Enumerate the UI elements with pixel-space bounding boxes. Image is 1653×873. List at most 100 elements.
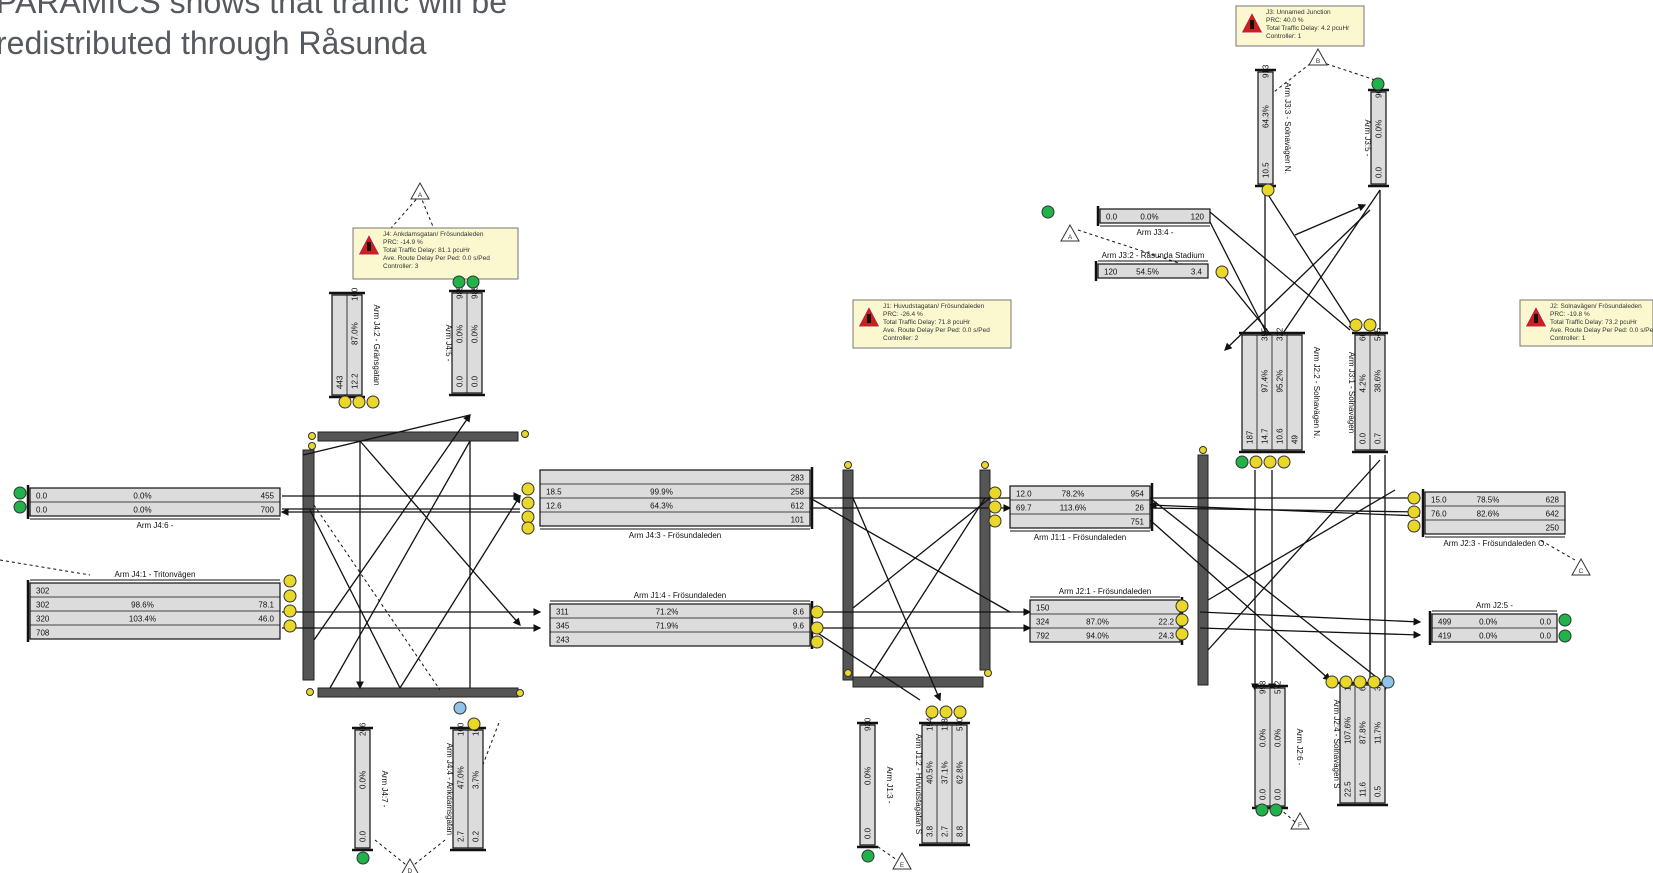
lane-marker bbox=[1175, 599, 1189, 613]
pedestrian-links bbox=[0, 59, 1576, 869]
arm-cell: 0.0% bbox=[1274, 729, 1283, 747]
arm-cell: 87.8% bbox=[1359, 721, 1368, 744]
arm-cell: 120 bbox=[1191, 213, 1205, 222]
arm-label: Arm J4:3 - Frösundaleden bbox=[629, 531, 722, 540]
lane-marker bbox=[1235, 455, 1249, 469]
arm-cell: 2.7 bbox=[941, 825, 950, 837]
arm-label: Arm J4:4 - Ankdamsgatan bbox=[445, 743, 454, 835]
arm-cell: 150 bbox=[1036, 604, 1050, 613]
ped-node-e: E bbox=[892, 851, 912, 870]
arm-cell: 82.6% bbox=[1477, 510, 1500, 519]
lane-marker bbox=[988, 514, 1002, 528]
lane-marker bbox=[356, 851, 370, 865]
lane-marker bbox=[1215, 265, 1229, 279]
arm-cell: 40.5% bbox=[926, 761, 935, 784]
arm-cell: 0.0 bbox=[864, 827, 873, 839]
arm-label: Arm J3:1 - Solnavägen bbox=[1347, 352, 1356, 433]
lane-marker bbox=[352, 395, 366, 409]
arm-label: Arm J3:3 - Solnavägen N. bbox=[1283, 82, 1292, 174]
arm-cell: 0.0% bbox=[133, 506, 151, 515]
lane-marker bbox=[844, 461, 852, 469]
arm-cell: 499 bbox=[1438, 618, 1452, 627]
arm-cell: 26 bbox=[1135, 504, 1144, 513]
lane-marker bbox=[521, 430, 529, 438]
junction-stop-bars bbox=[302, 431, 1209, 698]
lane-marker bbox=[1277, 455, 1291, 469]
arm-cell: 60 bbox=[1359, 332, 1368, 341]
arm-cell: 345 bbox=[556, 622, 570, 631]
arm-cell: 0.0% bbox=[1375, 120, 1384, 138]
lane-marker bbox=[988, 500, 1002, 514]
ped-node-a: A bbox=[1060, 223, 1080, 242]
ped-node-b: B bbox=[1308, 47, 1328, 66]
arm-cell: 78.5% bbox=[1477, 496, 1500, 505]
arm-cell: 913 bbox=[1262, 64, 1271, 78]
arm-label: Arm J2:3 - Frösundaleden O. bbox=[1443, 539, 1546, 548]
lane-marker bbox=[1339, 675, 1353, 689]
arm-cell: 54.5% bbox=[1136, 268, 1159, 277]
lane-marker bbox=[810, 605, 824, 619]
arm-cell: 71.2% bbox=[656, 608, 679, 617]
arm-cell: 62.8% bbox=[956, 761, 965, 784]
arm-cell: 107.6% bbox=[1344, 717, 1353, 744]
arm-cell: 8.8 bbox=[956, 825, 965, 837]
lane-marker bbox=[810, 635, 824, 649]
arm-cell: 0.5 bbox=[1374, 785, 1383, 797]
arm-label: Arm J4:2 - Gränsgatan bbox=[372, 305, 381, 386]
arm-cell: 99.9% bbox=[650, 488, 673, 497]
lane-marker bbox=[1199, 446, 1207, 454]
lane-marker bbox=[516, 689, 524, 697]
arm-cell: 154 bbox=[926, 717, 935, 731]
arm-cell: 0.0 bbox=[456, 375, 465, 387]
arm-label: Arm J3:5 - bbox=[1363, 120, 1372, 157]
lane-marker bbox=[1371, 77, 1385, 91]
arm-cell: 0.0% bbox=[1140, 213, 1158, 222]
arm-cell: 22.2 bbox=[1158, 618, 1174, 627]
lane-marker bbox=[1263, 455, 1277, 469]
arm-cell: 545 bbox=[1374, 327, 1383, 341]
arm-cell: 69.7 bbox=[1016, 504, 1032, 513]
arm-cell: 751 bbox=[1131, 518, 1145, 527]
lane-marker bbox=[984, 669, 992, 677]
arm-cell: 708 bbox=[36, 629, 50, 638]
arm-label: Arm J1:2 - Huvudstagatan S bbox=[914, 734, 923, 835]
lane-marker bbox=[308, 432, 316, 440]
arm-cell: 0.7 bbox=[1374, 432, 1383, 444]
arm-cell: 9.6 bbox=[793, 622, 805, 631]
arm-cell: 250 bbox=[1546, 524, 1560, 533]
lane-marker bbox=[953, 705, 967, 719]
arm-label: Arm J2:5 - bbox=[1476, 601, 1513, 610]
lane-marker bbox=[1407, 491, 1421, 505]
lane-marker bbox=[13, 486, 27, 500]
arm-cell: 628 bbox=[1546, 496, 1560, 505]
lane-marker bbox=[981, 461, 989, 469]
lane-marker bbox=[861, 849, 875, 863]
arm-cell: 0.0 bbox=[1106, 213, 1118, 222]
arm-cell: 8.6 bbox=[793, 608, 805, 617]
lane-marker bbox=[1269, 803, 1283, 817]
arm-label: Arm J4:7 - bbox=[380, 771, 389, 808]
arm-cell: 87.0% bbox=[1086, 618, 1109, 627]
arm-cell: 0.2 bbox=[472, 830, 481, 842]
svg-text:C: C bbox=[1579, 568, 1584, 575]
arm-cell: 311 bbox=[556, 608, 569, 617]
lane-marker bbox=[466, 275, 480, 289]
arm-cell: 700 bbox=[261, 506, 275, 515]
arm-cell: 4.2% bbox=[1359, 374, 1368, 392]
junction-stat: Total Traffic Delay: 73.2 pcuHr bbox=[1550, 319, 1638, 326]
arm-cell: 18.5 bbox=[546, 488, 562, 497]
slide-title: PARAMICS shows that traffic will be redi… bbox=[0, 0, 507, 61]
junction-stat: Controller: 2 bbox=[883, 335, 919, 342]
arm-cell: 0.0 bbox=[36, 506, 48, 515]
arm-cell: 905 bbox=[1375, 84, 1384, 98]
arm-cell: 97.4% bbox=[1261, 370, 1270, 393]
junction-stat: Ave. Route Delay Per Ped: 0.0 s/Ped bbox=[883, 327, 990, 334]
